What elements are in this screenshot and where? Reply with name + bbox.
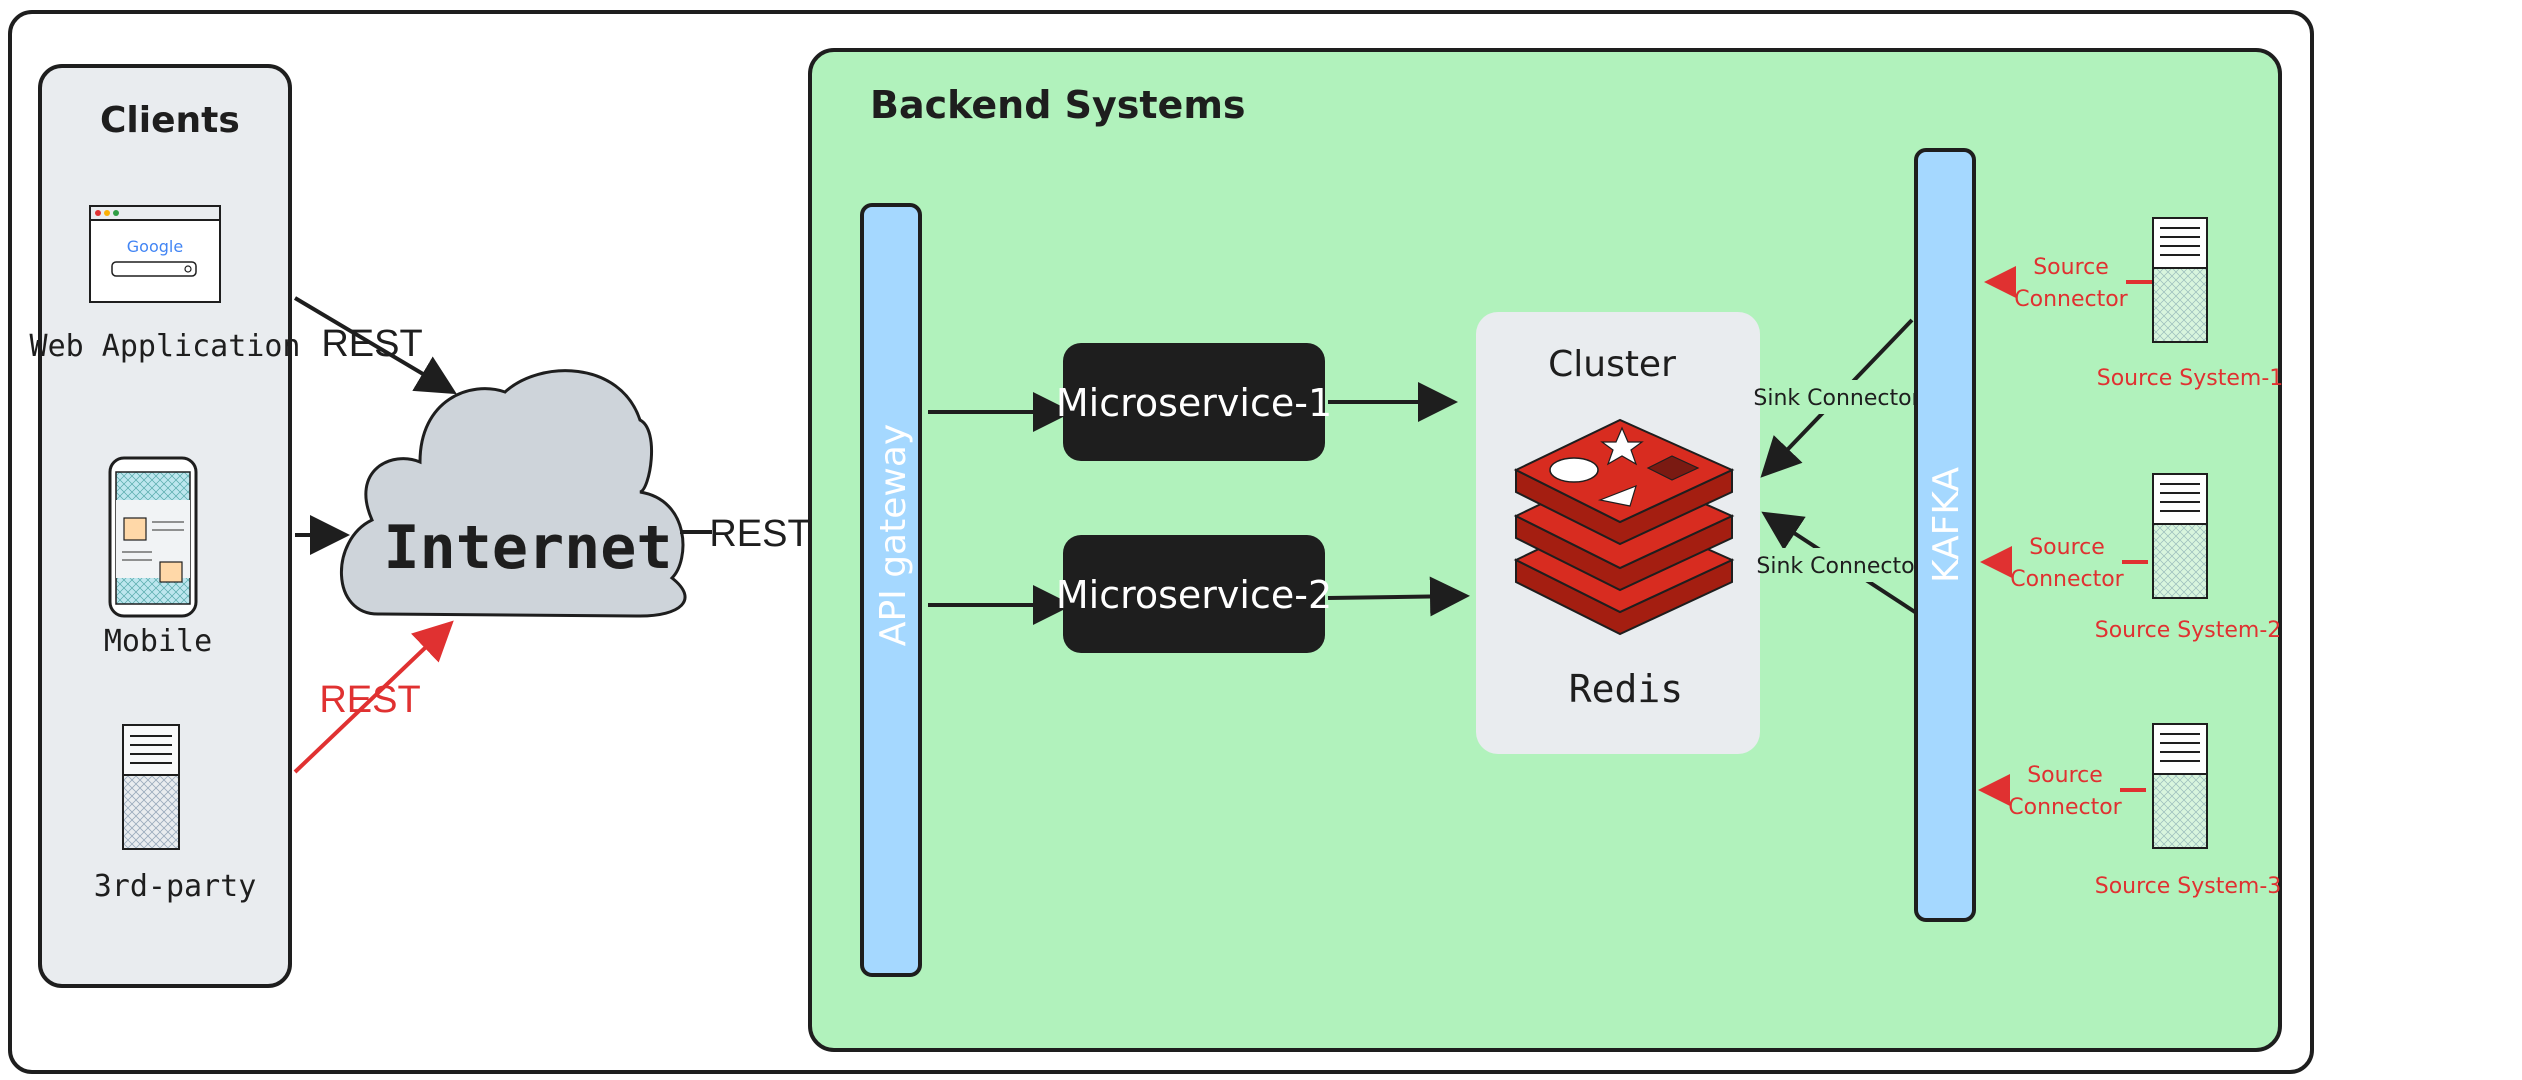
source-system-1: Source Connector Source System-1: [1984, 217, 2284, 391]
source-connector-1-line1: Source: [2033, 255, 2109, 280]
kafka-bar: [1914, 148, 1976, 922]
microservice-2-box: [1063, 535, 1325, 653]
clients-title: Clients: [100, 100, 240, 141]
cluster-label: Cluster: [1548, 344, 1676, 385]
clients-panel: Clients Google Web Application Mobile: [30, 64, 301, 988]
redis-label: Redis: [1569, 667, 1683, 711]
web-application-label: Web Application: [30, 329, 301, 364]
source-connector-2-line1: Source: [2029, 535, 2105, 560]
browser-icon: Google: [89, 205, 221, 303]
google-logo-text: Google: [127, 237, 183, 256]
api-gateway-bar: [860, 203, 922, 977]
source-system-2-label: Source System-2: [2095, 618, 2282, 643]
rest-label-web: REST: [321, 323, 422, 365]
sink-connector-1-label: Sink Connector: [1753, 386, 1921, 411]
mobile-phone-icon: [108, 456, 198, 618]
backend-systems-panel: Backend Systems API gateway Microservice…: [808, 48, 2284, 1052]
source-connector-3-line1: Source: [2027, 763, 2103, 788]
source-connector-2-label-bg: [2012, 528, 2122, 596]
third-party-server-icon: [122, 724, 180, 850]
source-system-3-label: Source System-3: [2095, 874, 2282, 899]
sink-connector-2-label: Sink Connector: [1756, 554, 1924, 579]
internet-cloud: Internet: [340, 369, 687, 618]
source-connector-3-label-bg: [2010, 756, 2120, 824]
rest-label-internet: REST: [709, 513, 810, 555]
internet-label: Internet: [384, 513, 673, 583]
source-connector-1-label-bg: [2016, 248, 2126, 316]
source-connector-2-line2: Connector: [2010, 567, 2124, 592]
api-gateway-label: API gateway: [873, 424, 914, 646]
microservice-2-label: Microservice-2: [1056, 573, 1332, 617]
source-connector-3-line2: Connector: [2008, 795, 2122, 820]
web-to-internet-arrow: [293, 296, 457, 395]
source-system-2-server-icon: [2152, 473, 2208, 599]
kafka-label: KAFKA: [1926, 467, 1967, 583]
mobile-label: Mobile: [104, 624, 212, 659]
backend-systems-title: Backend Systems: [870, 83, 1246, 127]
microservice-1-box: [1063, 343, 1325, 461]
source-connector-1-line2: Connector: [2014, 287, 2128, 312]
third-party-label: 3rd-party: [94, 869, 257, 904]
source-system-1-label: Source System-1: [2097, 366, 2284, 391]
third-party-to-internet-arrow: [293, 620, 454, 774]
rest-label-bg: [712, 510, 808, 554]
rest-label-third-party: REST: [319, 679, 420, 721]
sink-connector-2-label-bg: [1770, 548, 1920, 582]
ms2-to-cluster-arrow: [1327, 576, 1470, 617]
source-system-3-server-icon: [2152, 723, 2208, 849]
sink-connector-1-label-bg: [1762, 380, 1912, 414]
source-system-2: Source Connector Source System-2: [1980, 473, 2282, 643]
source-system-3: Source Connector Source System-3: [1978, 723, 2282, 899]
redis-logo-icon: [1513, 418, 1735, 636]
source-system-1-server-icon: [2152, 217, 2208, 343]
microservice-1-label: Microservice-1: [1056, 381, 1332, 425]
